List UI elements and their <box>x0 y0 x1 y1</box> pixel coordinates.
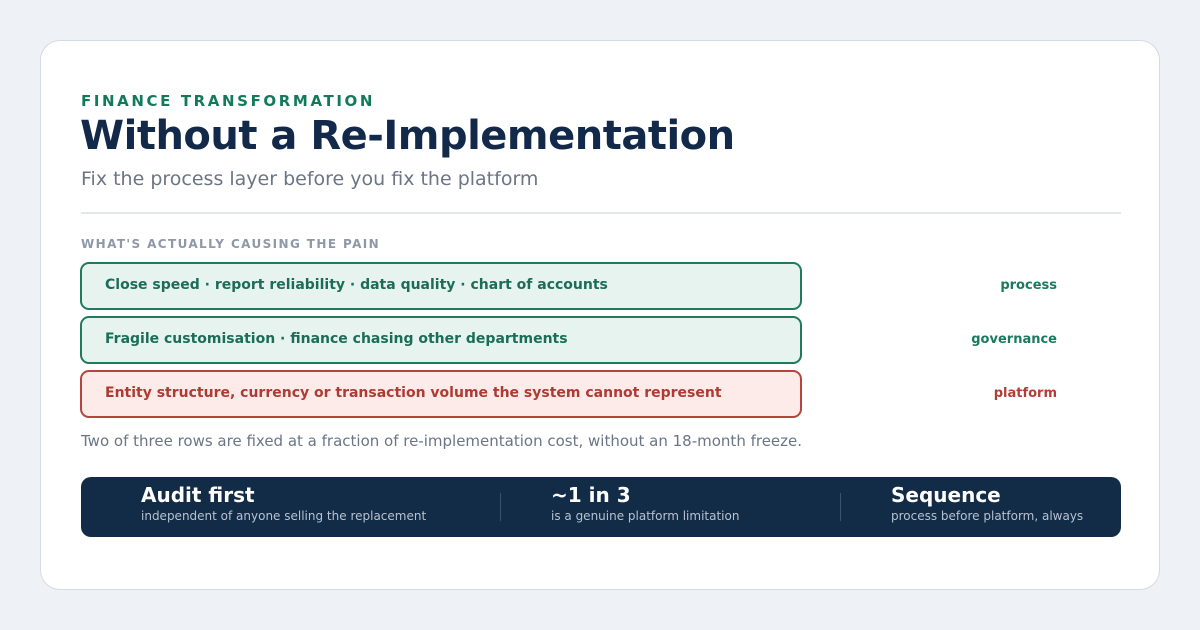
stat-value: Sequence <box>891 483 1001 507</box>
summary-note: Two of three rows are fixed at a fractio… <box>81 432 803 450</box>
stat-audit-first: Audit first independent of anyone sellin… <box>141 483 426 523</box>
pain-tag-platform: platform <box>993 386 1057 401</box>
pain-row-governance: Fragile customisation · finance chasing … <box>80 316 802 364</box>
pain-row-text: Fragile customisation · finance chasing … <box>105 331 568 347</box>
eyebrow-label: FINANCE TRANSFORMATION <box>81 92 376 110</box>
stat-caption: independent of anyone selling the replac… <box>141 509 427 523</box>
stat-divider <box>500 493 501 521</box>
content-card: FINANCE TRANSFORMATION Without a Re-Impl… <box>40 40 1160 590</box>
pain-tag-governance: governance <box>971 332 1057 347</box>
stat-caption: process before platform, always <box>891 509 1084 523</box>
pain-row-platform: Entity structure, currency or transactio… <box>80 370 802 418</box>
stat-value: Audit first <box>141 483 255 507</box>
stat-one-in-three: ~1 in 3 is a genuine platform limitation <box>551 483 739 523</box>
page-subtitle: Fix the process layer before you fix the… <box>81 168 539 190</box>
pain-tag-process: process <box>1000 278 1057 293</box>
stat-value: ~1 in 3 <box>551 483 631 507</box>
pain-row-process: Close speed · report reliability · data … <box>80 262 802 310</box>
stats-bar: Audit first independent of anyone sellin… <box>81 477 1121 537</box>
page-title: Without a Re-Implementation <box>80 113 735 159</box>
pain-row-text: Entity structure, currency or transactio… <box>105 385 722 401</box>
stat-sequence: Sequence process before platform, always <box>891 483 1083 523</box>
header-divider <box>81 212 1121 214</box>
stat-divider <box>840 493 841 521</box>
stat-caption: is a genuine platform limitation <box>551 509 740 523</box>
pain-row-text: Close speed · report reliability · data … <box>105 277 608 293</box>
section-label: WHAT'S ACTUALLY CAUSING THE PAIN <box>81 237 381 251</box>
